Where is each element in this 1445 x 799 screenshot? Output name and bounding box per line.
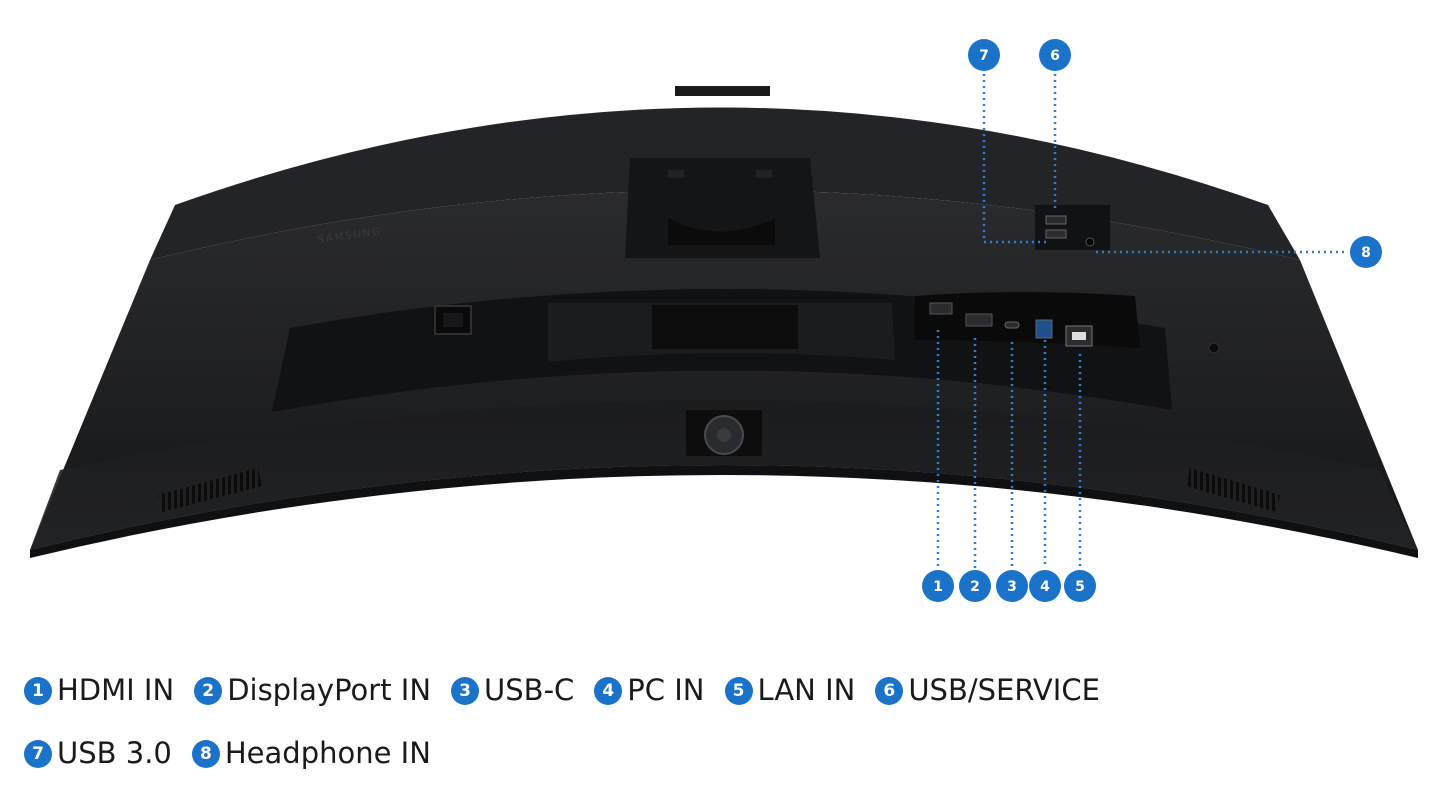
legend-item-displayport-in: 2 DisplayPort IN	[194, 676, 431, 705]
svg-text:7: 7	[979, 48, 989, 64]
legend-row: 1 HDMI IN 2 DisplayPort IN 3 USB-C 4 PC …	[24, 676, 1120, 705]
monitor-bottom-edge	[30, 465, 1418, 558]
legend-label: DisplayPort IN	[227, 673, 432, 707]
legend-item-headphone-in: 8 Headphone IN	[191, 736, 431, 770]
svg-text:6: 6	[1050, 48, 1060, 64]
speaker-grille-icon	[1186, 468, 1280, 512]
headphone-jack-icon	[1085, 237, 1095, 247]
legend-number: 1	[24, 676, 52, 705]
callout-badge-1: 1	[922, 570, 954, 602]
kensington-lock-icon	[1208, 342, 1220, 354]
legend-number: 7	[24, 739, 52, 768]
legend-label: Headphone IN	[224, 736, 431, 770]
legend-item-hdmi-in: 1 HDMI IN	[24, 676, 174, 705]
legend-item-pc-in: 4 PC IN	[594, 673, 705, 707]
legend-label: USB/SERVICE	[908, 673, 1100, 707]
legend-item-usb-c: 3 USB-C	[451, 676, 574, 705]
legend-number: 6	[875, 676, 904, 705]
top-bracket	[675, 86, 770, 96]
legend-number: 8	[191, 739, 220, 768]
side-port-module	[1035, 205, 1110, 250]
callout-badge-2: 2	[959, 570, 991, 602]
legend-number: 4	[594, 676, 623, 705]
legend-label: USB 3.0	[57, 736, 172, 770]
displayport-port-icon	[965, 313, 993, 327]
legend-item-usb-service: 6 USB/SERVICE	[875, 676, 1100, 705]
legend-number: 5	[724, 676, 753, 705]
lower-band	[30, 400, 1418, 550]
usb-b-port-icon	[1035, 319, 1053, 339]
callout-lines	[936, 74, 1348, 568]
power-socket-icon	[434, 305, 472, 335]
svg-text:8: 8	[1361, 245, 1371, 261]
legend-row: 7 USB 3.0 8 Headphone IN	[24, 739, 451, 768]
svg-text:5: 5	[1075, 579, 1085, 595]
callout-badge-8: 8	[1350, 236, 1382, 268]
legend-label: USB-C	[484, 673, 575, 707]
svg-text:1: 1	[933, 579, 943, 595]
io-panel	[915, 292, 1140, 348]
usb-a-port-icon	[1045, 215, 1067, 225]
legend-item-usb-3-0: 7 USB 3.0	[24, 739, 172, 768]
hdmi-port-icon	[929, 302, 953, 315]
usb-c-port-icon	[1004, 321, 1020, 329]
speaker-grille-icon	[158, 468, 262, 512]
legend-label: LAN IN	[757, 673, 856, 707]
callout-badge-6: 6	[1039, 39, 1071, 71]
legend-number: 2	[194, 676, 223, 705]
callout-badges: 1 2 3 4 5 6 7 8	[922, 39, 1382, 602]
lan-port-icon	[1065, 325, 1093, 347]
svg-text:2: 2	[970, 579, 980, 595]
legend-label: PC IN	[627, 673, 705, 707]
svg-text:4: 4	[1040, 579, 1050, 595]
svg-text:3: 3	[1007, 579, 1017, 595]
callout-badge-4: 4	[1029, 570, 1061, 602]
legend-item-lan-in: 5 LAN IN	[724, 673, 856, 707]
legend-label: HDMI IN	[57, 673, 175, 707]
callout-badge-5: 5	[1064, 570, 1096, 602]
callout-badge-3: 3	[996, 570, 1028, 602]
legend-number: 3	[451, 676, 480, 705]
callout-badge-7: 7	[968, 39, 1000, 71]
jog-button-icon	[686, 410, 762, 456]
